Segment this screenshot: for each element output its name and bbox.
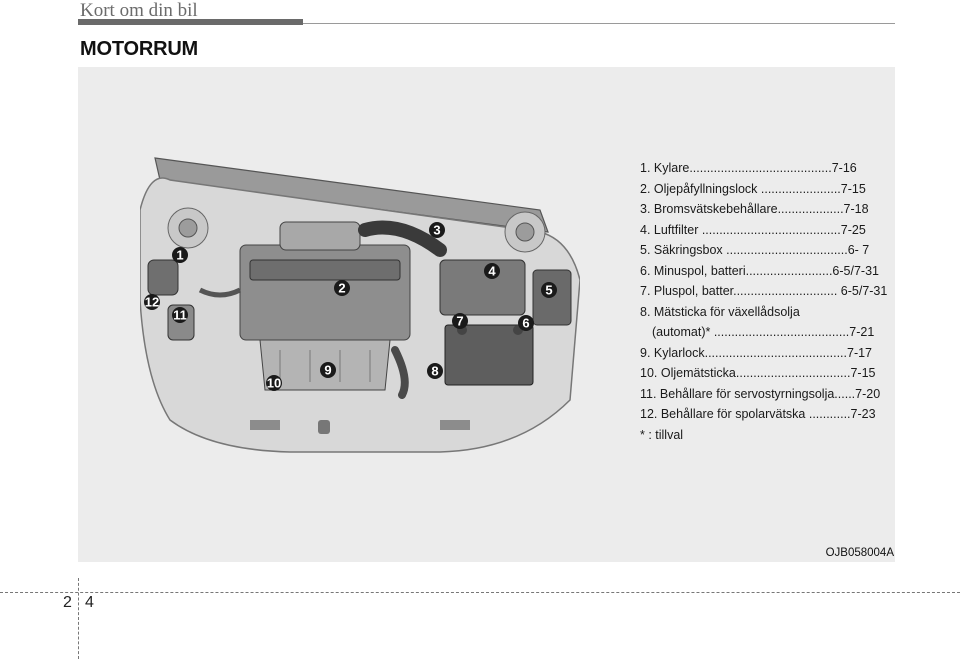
chapter-title: Kort om din bil [80, 0, 198, 21]
callout-5: 5 [541, 282, 557, 298]
callout-11: 11 [172, 307, 188, 323]
callout-12: 12 [144, 294, 160, 310]
legend-item: 11. Behållare för servostyrningsolja....… [640, 386, 881, 401]
legend-item: 8. Mätsticka för växellådsolja [640, 304, 800, 319]
svg-text:10: 10 [267, 376, 281, 391]
callout-1: 1 [172, 247, 188, 263]
callout-10: 10 [266, 375, 282, 391]
svg-text:12: 12 [145, 295, 159, 310]
svg-text:9: 9 [324, 363, 331, 378]
component-legend: 1. Kylare...............................… [640, 158, 887, 445]
callout-8: 8 [427, 363, 443, 379]
page-number: 4 [85, 594, 94, 611]
svg-text:2: 2 [338, 281, 345, 296]
legend-item: 1. Kylare...............................… [640, 161, 857, 175]
legend-item: 6. Minuspol, batteri....................… [640, 263, 879, 278]
callout-9: 9 [320, 362, 336, 378]
svg-text:1: 1 [176, 248, 183, 263]
legend-item: 7. Pluspol, batter......................… [640, 284, 888, 298]
callout-3: 3 [429, 222, 445, 238]
callout-7: 7 [452, 313, 468, 329]
svg-text:8: 8 [431, 364, 438, 379]
svg-text:6: 6 [522, 316, 529, 331]
section-title: MOTORRUM [80, 38, 199, 60]
svg-text:4: 4 [488, 264, 496, 279]
legend-item: 3. Bromsvätskebehållare.................… [640, 202, 869, 216]
legend-item: 9. Kylarlock............................… [640, 345, 873, 360]
callout-2: 2 [334, 280, 350, 296]
legend-item-continuation: (automat)* .............................… [652, 325, 875, 339]
footer-rule [0, 592, 960, 593]
figure-code: OJB058004A [825, 547, 894, 559]
callout-6: 6 [518, 315, 534, 331]
svg-text:3: 3 [433, 223, 440, 238]
legend-item: 2. Oljepåfyllningslock .................… [640, 181, 866, 196]
footer-divider [78, 578, 79, 659]
engine-bay-illustration: 1 2 3 4 5 6 7 8 9 10 11 12 [140, 157, 580, 453]
legend-item: 10. Oljemätsticka.......................… [640, 366, 876, 380]
legend-footnote: * : tillval [640, 427, 684, 442]
legend-item: 5. Säkringsbox .........................… [640, 243, 870, 257]
header-rule [303, 23, 895, 24]
section-number: 2 [63, 594, 72, 611]
svg-text:7: 7 [456, 314, 463, 329]
legend-item: 12. Behållare för spolarvätska .........… [640, 407, 876, 421]
svg-text:5: 5 [545, 283, 552, 298]
svg-text:11: 11 [173, 308, 187, 323]
callout-4: 4 [484, 263, 500, 279]
header-bar [78, 19, 303, 25]
legend-item: 4. Luftfilter ..........................… [640, 222, 866, 237]
